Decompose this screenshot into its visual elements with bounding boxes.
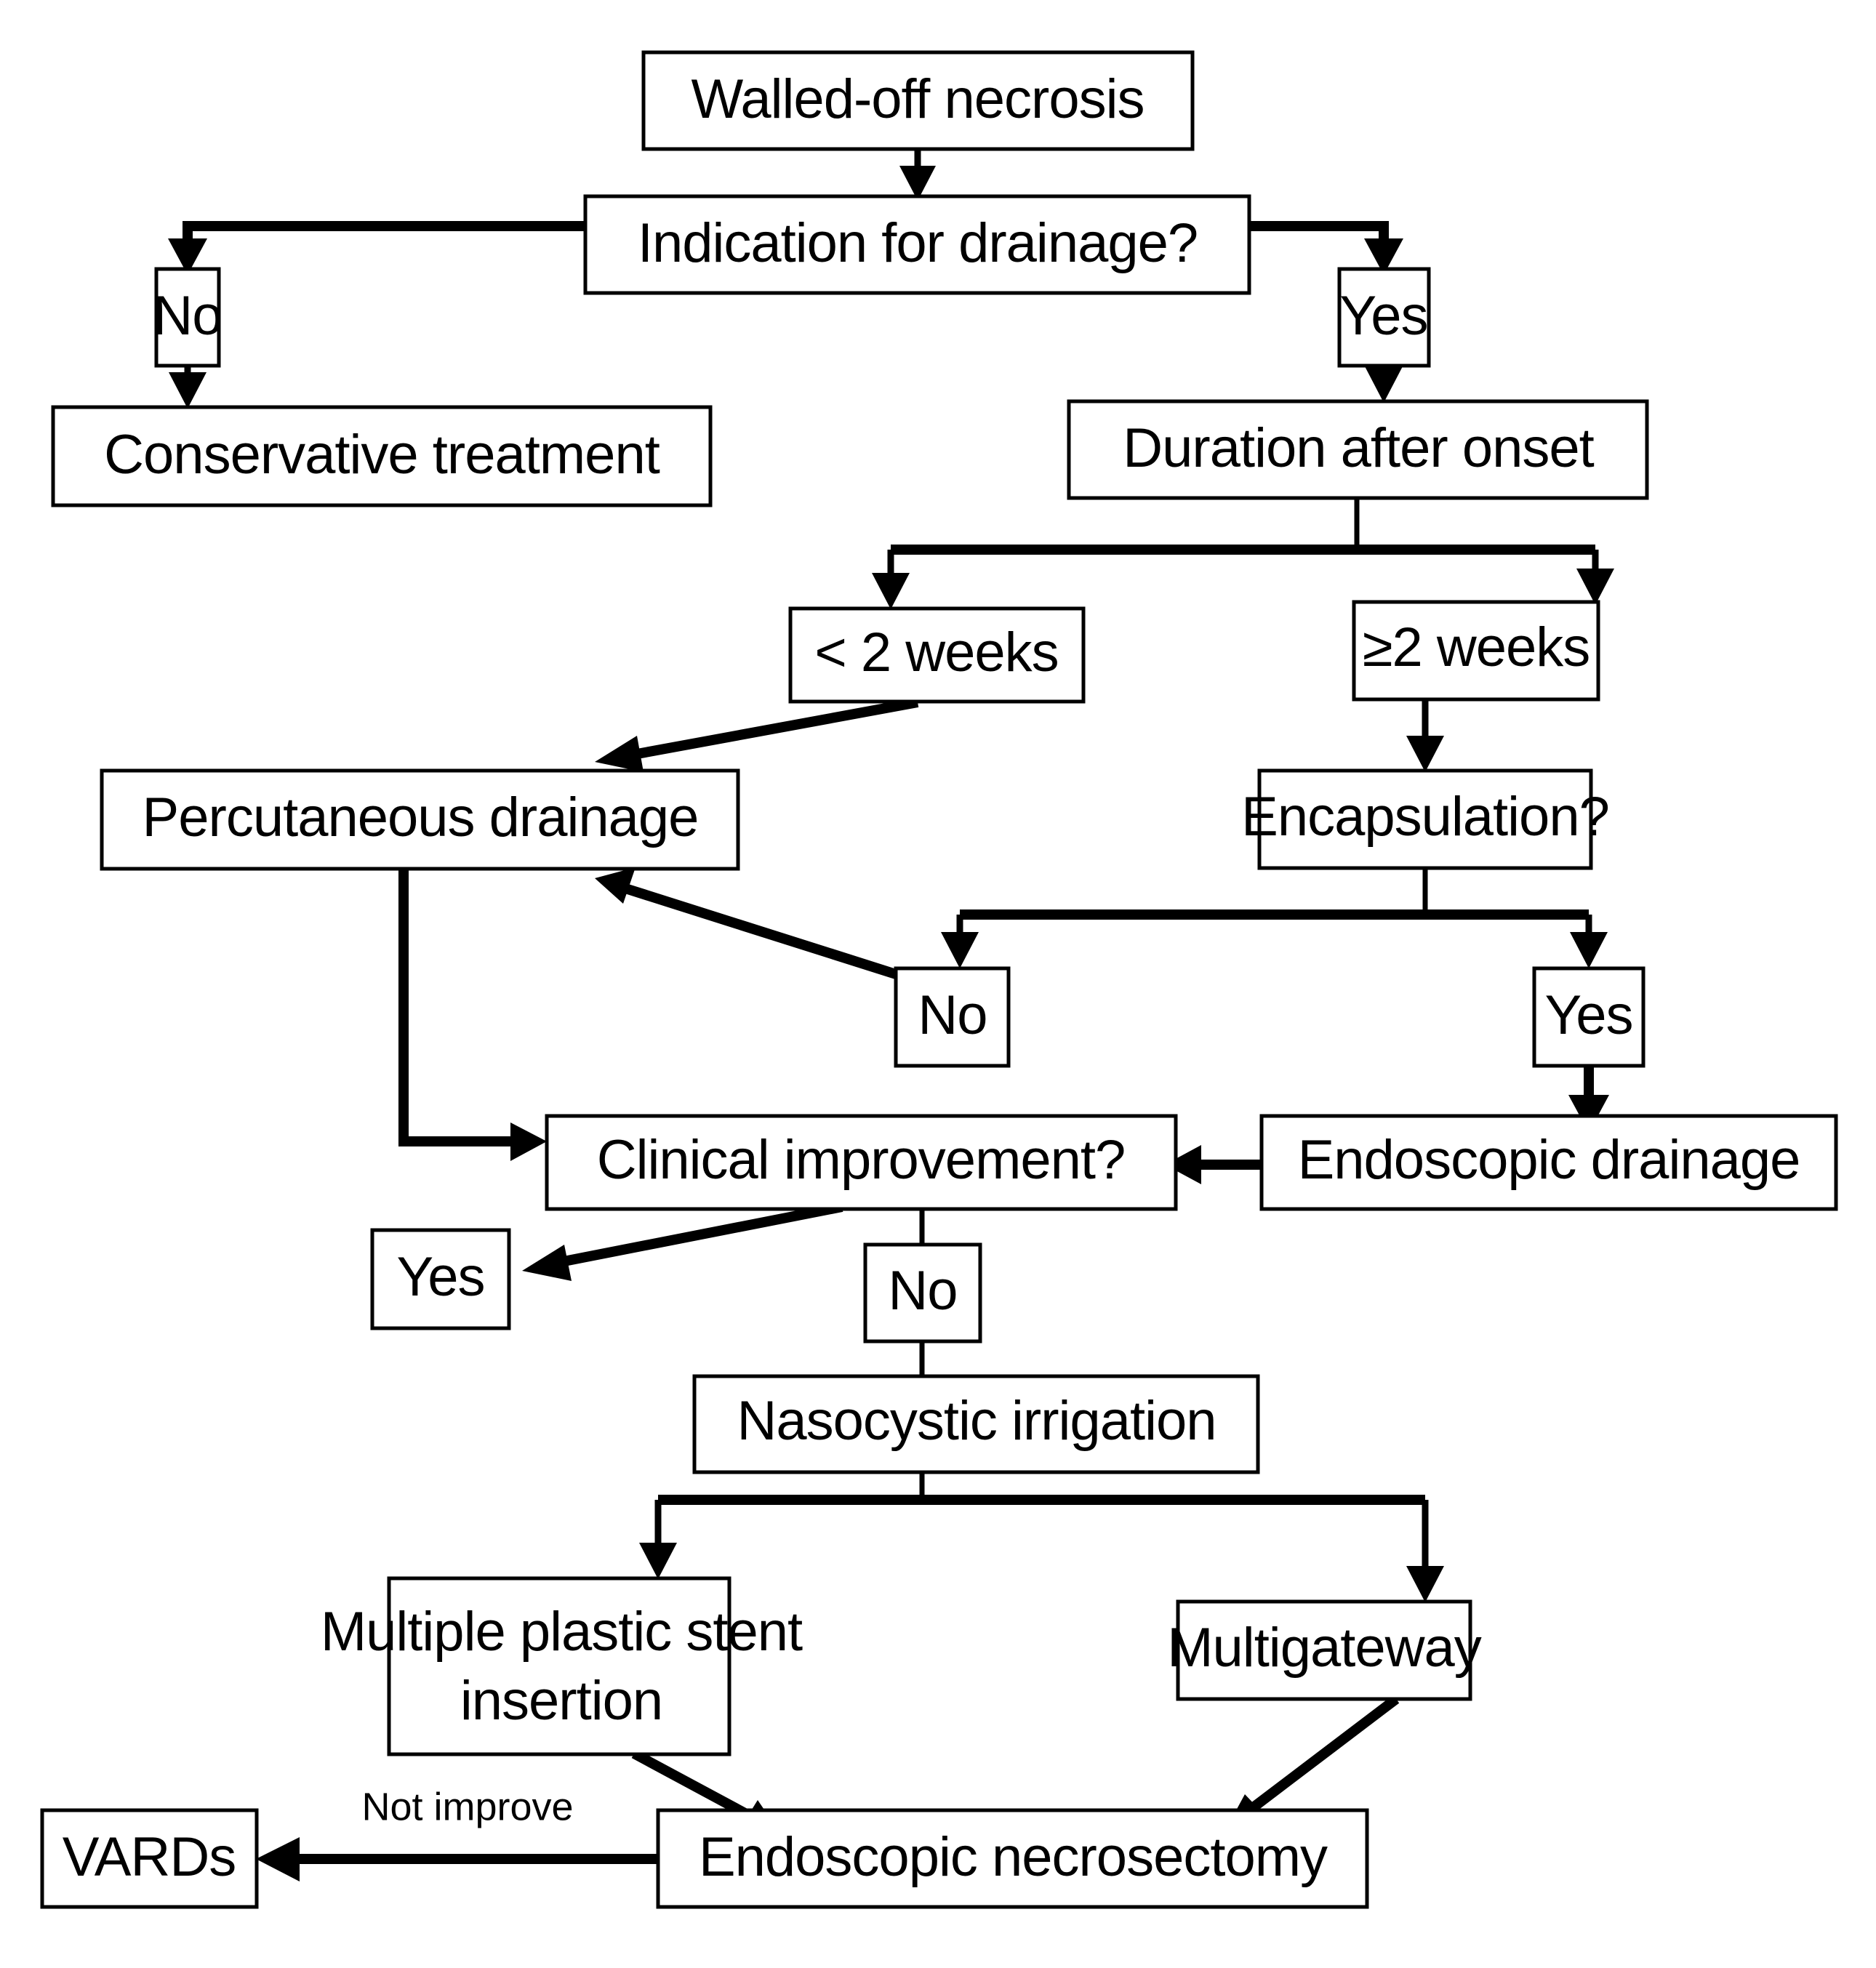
edge-indication-to-yes	[1249, 221, 1403, 275]
edge-encap-yes-to-endo-drainage	[1568, 1065, 1609, 1133]
node-label-endoscopic-drainage: Endoscopic drainage	[1298, 1129, 1800, 1191]
node-walled-off-necrosis[interactable]: Walled-off necrosis	[641, 50, 1195, 151]
node-label-multiple-plastic-stent-line2: insertion	[460, 1670, 662, 1732]
node-vards[interactable]: VARDs	[40, 1808, 259, 1909]
node-less-than-2-weeks[interactable]: < 2 weeks	[788, 606, 1086, 704]
node-indication-no[interactable]: No	[153, 267, 223, 368]
node-endoscopic-necrosectomy[interactable]: Endoscopic necrosectomy	[656, 1808, 1369, 1909]
node-improvement-yes[interactable]: Yes	[370, 1228, 511, 1330]
node-encapsulation-no[interactable]: No	[894, 966, 1011, 1068]
node-indication-for-drainage[interactable]: Indication for drainage?	[583, 194, 1251, 295]
node-clinical-improvement[interactable]: Clinical improvement?	[545, 1114, 1178, 1211]
node-encapsulation-yes[interactable]: Yes	[1532, 966, 1645, 1068]
edge-necrosectomy-to-vards	[256, 1837, 658, 1881]
node-label-duration-after-onset: Duration after onset	[1123, 417, 1594, 479]
edge-duration-split	[872, 498, 1614, 609]
node-label-indication-yes: Yes	[1340, 285, 1428, 347]
node-label-encapsulation: Encapsulation?	[1241, 786, 1609, 848]
edge-endo-drainage-to-improvement	[1165, 1145, 1262, 1184]
edge-percutaneous-to-improvement	[398, 869, 547, 1161]
edge-improvement-to-yes	[522, 1202, 843, 1281]
node-indication-yes[interactable]: Yes	[1337, 267, 1431, 368]
node-endoscopic-drainage[interactable]: Endoscopic drainage	[1259, 1114, 1838, 1211]
node-label-conservative-treatment: Conservative treatment	[104, 424, 660, 486]
edge-indication-to-no	[168, 221, 585, 275]
node-label-improvement-yes: Yes	[397, 1246, 485, 1308]
node-label-nasocystic-irrigation: Nasocystic irrigation	[737, 1390, 1216, 1452]
node-improvement-no[interactable]: No	[863, 1242, 982, 1344]
node-label-vards: VARDs	[63, 1826, 236, 1888]
node-nasocystic-irrigation[interactable]: Nasocystic irrigation	[692, 1374, 1260, 1474]
node-label-improvement-no: No	[888, 1260, 957, 1322]
node-label-clinical-improvement: Clinical improvement?	[597, 1129, 1126, 1191]
node-label-encapsulation-yes: Yes	[1545, 984, 1633, 1046]
node-label-ge-2-weeks: ≥2 weeks	[1363, 616, 1590, 678]
node-duration-after-onset[interactable]: Duration after onset	[1067, 399, 1649, 500]
node-multigateway[interactable]: Multigateway	[1167, 1599, 1483, 1701]
edge-ge2weeks-to-encapsulation	[1406, 699, 1444, 772]
node-encapsulation[interactable]: Encapsulation?	[1241, 768, 1610, 870]
node-conservative-treatment[interactable]: Conservative treatment	[51, 405, 713, 507]
edge-won-to-indication	[899, 149, 936, 201]
edge-nasocystic-split	[639, 1472, 1444, 1602]
node-label-indication-for-drainage: Indication for drainage?	[638, 212, 1198, 274]
node-label-endoscopic-necrosectomy: Endoscopic necrosectomy	[699, 1826, 1328, 1888]
node-ge-2-weeks[interactable]: ≥2 weeks	[1352, 600, 1600, 702]
node-label-percutaneous-drainage: Percutaneous drainage	[143, 787, 699, 848]
node-label-encapsulation-no: No	[918, 984, 987, 1046]
edge-lt2weeks-to-percutaneous	[595, 697, 919, 772]
edge-label-not-improve: Not improve	[361, 1785, 573, 1828]
node-label-less-than-2-weeks: < 2 weeks	[814, 622, 1058, 683]
node-multiple-plastic-stent-insertion[interactable]: Multiple plastic stent insertion	[321, 1576, 803, 1756]
edge-encap-no-to-percutaneous	[595, 867, 898, 979]
edge-encapsulation-split	[941, 868, 1608, 968]
node-label-multiple-plastic-stent-line1: Multiple plastic stent	[321, 1601, 803, 1663]
node-label-walled-off-necrosis: Walled-off necrosis	[691, 68, 1144, 130]
node-label-multigateway: Multigateway	[1167, 1617, 1482, 1679]
node-label-indication-no: No	[153, 285, 222, 347]
node-percutaneous-drainage[interactable]: Percutaneous drainage	[100, 768, 740, 871]
